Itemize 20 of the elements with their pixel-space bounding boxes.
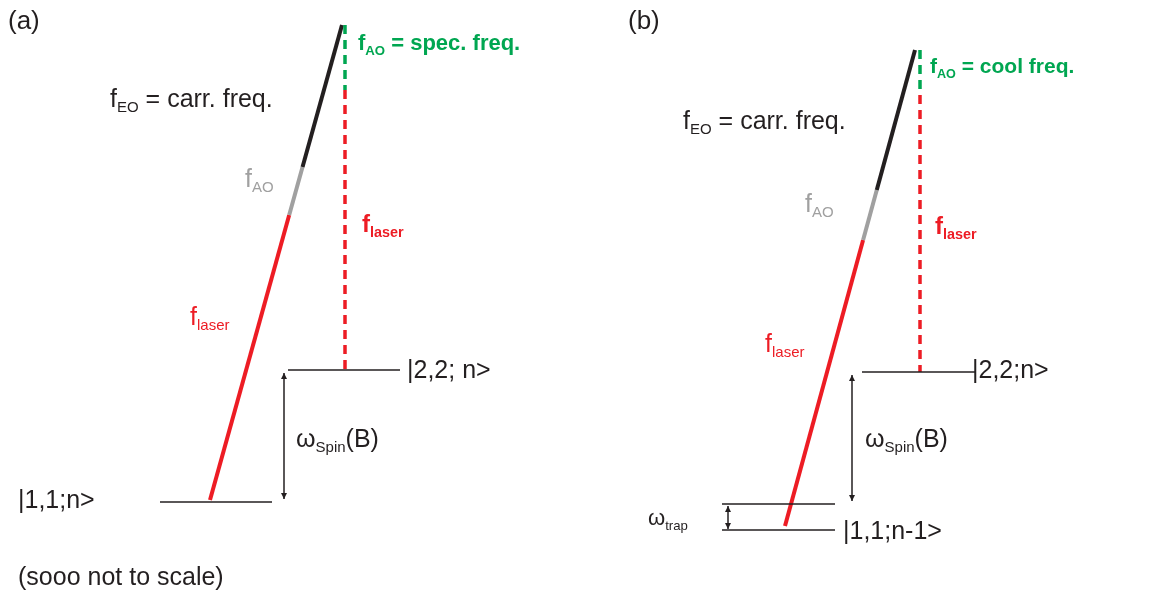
frequency-label: f$_{laser}$: [190, 302, 230, 334]
frequency-label: f$_{laser}$: [765, 329, 805, 361]
frequency-label: f$_{AO}$ = spec. freq.: [358, 31, 521, 59]
frequency-label: f$_{EO}$ = carr. freq.: [110, 84, 273, 116]
note: (sooo not to scale): [18, 563, 224, 591]
state-label: |1,1;n>: [18, 486, 95, 514]
state-label: |2,2; n>: [407, 356, 491, 384]
frequency-label: f$_{AO}$ = cool freq.: [930, 54, 1075, 82]
state-label: |1,1;n-1>: [843, 517, 942, 545]
splitting-label: ω$_{Spin}$(B): [865, 424, 948, 456]
frequency-label: f$_{AO}$: [805, 189, 834, 221]
splitting-label: ω$_{trap}$: [648, 506, 688, 534]
panel-label: (a): [8, 5, 40, 35]
state-label: |2,2;n>: [972, 356, 1049, 384]
frequency-label: f$_{AO}$: [245, 164, 274, 196]
frequency-label: f$_{laser}$: [935, 213, 977, 243]
splitting-label: ω$_{Spin}$(B): [296, 424, 379, 456]
frequency-label: f$_{EO}$ = carr. freq.: [683, 106, 846, 138]
panel-label: (b): [628, 5, 660, 35]
frequency-label: f$_{laser}$: [362, 211, 404, 241]
